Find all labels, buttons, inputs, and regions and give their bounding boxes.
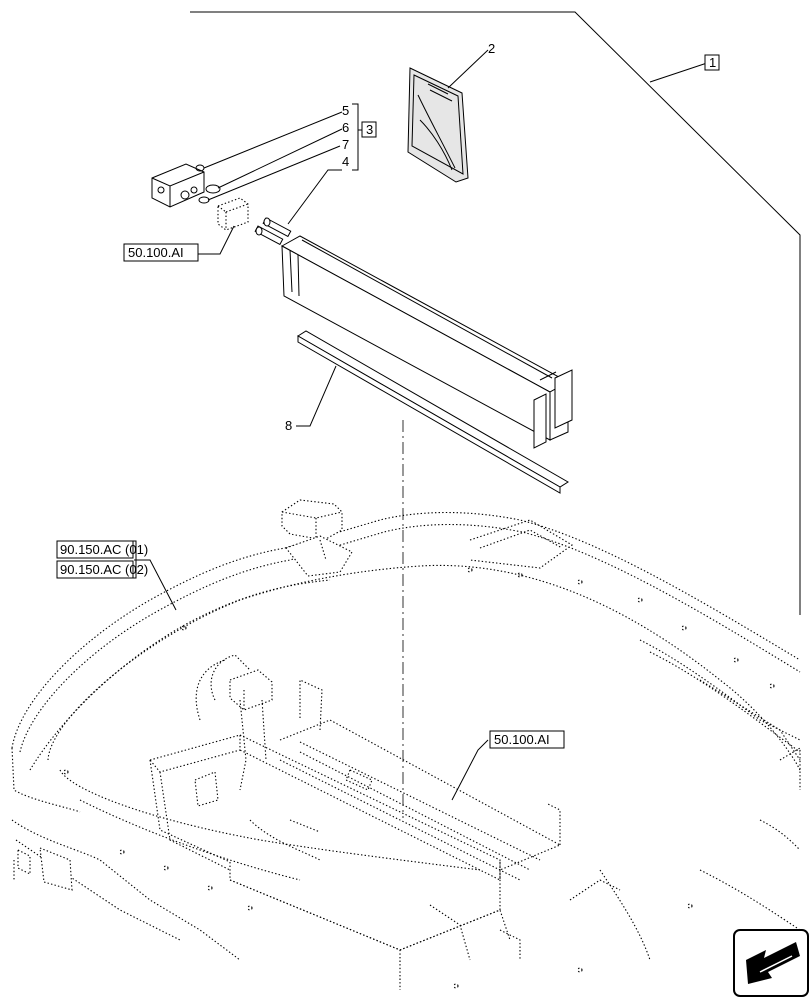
- ref-cab-bracket: [133, 540, 137, 579]
- manual-booklet: [407, 67, 469, 183]
- callout-3-box: [361, 121, 377, 138]
- leader-4: [287, 169, 342, 225]
- callout-4: 4: [342, 154, 349, 169]
- leader-ref-bottom: [451, 739, 489, 801]
- callout-7: 7: [342, 137, 349, 152]
- callout-1-box: [704, 54, 720, 71]
- leader-2: [447, 49, 489, 89]
- leader-6: [217, 128, 343, 189]
- expansion-valve: [151, 163, 221, 208]
- evaporator-core: [254, 217, 573, 449]
- cab-roof: [11, 499, 801, 990]
- callout-2: 2: [488, 41, 495, 56]
- ref-bottom-box[interactable]: [489, 730, 565, 749]
- callout-3: 3: [366, 122, 373, 137]
- ref-bottom-label[interactable]: 50.100.AI: [494, 732, 550, 747]
- leader-1-pointer: [649, 62, 708, 83]
- leader-5: [203, 111, 343, 169]
- callout-8: 8: [285, 418, 292, 433]
- callout-5: 5: [342, 103, 349, 118]
- sensor-chip: [217, 197, 249, 231]
- leader-cab-refs: [134, 559, 177, 611]
- leader-line-1: [190, 11, 801, 615]
- leader-ref-top: [198, 225, 235, 255]
- arrow-icon[interactable]: [733, 929, 809, 997]
- ref-cab-01-label[interactable]: 90.150.AC (01): [60, 542, 148, 557]
- bracket-3: [352, 103, 359, 171]
- leader-7: [207, 145, 341, 201]
- ref-top-box[interactable]: [123, 243, 199, 262]
- callout-1: 1: [709, 55, 716, 70]
- ref-cab-02-box[interactable]: [56, 560, 134, 579]
- ref-cab-01-box[interactable]: [56, 540, 134, 559]
- ref-cab-02-label[interactable]: 90.150.AC (02): [60, 562, 148, 577]
- leader-8: [296, 365, 337, 427]
- ref-top-label[interactable]: 50.100.AI: [128, 245, 184, 260]
- seal-strip: [297, 330, 569, 494]
- callout-6: 6: [342, 120, 349, 135]
